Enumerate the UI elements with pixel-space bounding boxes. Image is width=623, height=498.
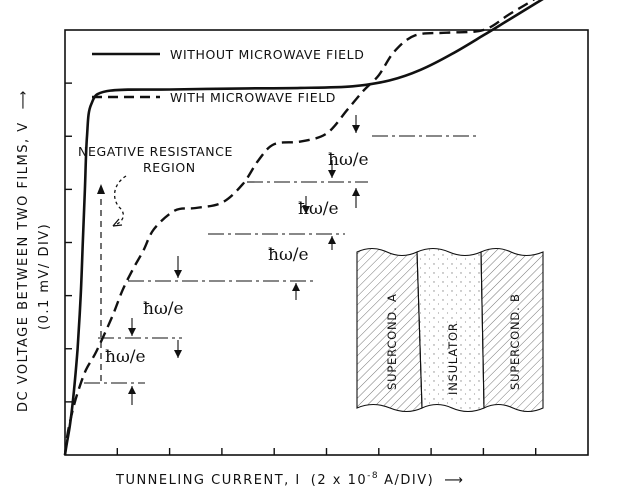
- junction-inset: SUPERCOND. A INSULATOR SUPERCOND. B: [356, 247, 544, 413]
- x-ticks: [116, 448, 537, 455]
- step-arrowhead: [302, 206, 310, 214]
- step-arrowhead: [174, 350, 182, 358]
- step-arrowhead: [352, 188, 360, 196]
- negative-resistance-label-line1: NEGATIVE RESISTANCE: [78, 144, 233, 159]
- step-arrowhead: [128, 386, 136, 394]
- y-axis-arrow: ⟶: [16, 89, 31, 109]
- x-axis-label: TUNNELING CURRENT, I: [115, 473, 301, 488]
- insulator-label: INSULATOR: [446, 322, 460, 395]
- step-label-4: ħω/e: [298, 199, 339, 219]
- series-with-microwave-line: [63, 0, 536, 456]
- negative-resistance-annotation: NEGATIVE RESISTANCE REGION: [78, 144, 233, 385]
- x-axis-title: TUNNELING CURRENT, I (2 x 10-8 A/DIV) ⟶: [115, 471, 464, 488]
- legend-label-without: WITHOUT MICROWAVE FIELD: [170, 47, 364, 62]
- step-arrowhead: [128, 328, 136, 336]
- step-label-2: ħω/e: [143, 299, 184, 319]
- step-label-1: ħω/e: [105, 347, 146, 367]
- step-label-3: ħω/e: [268, 245, 309, 265]
- x-axis-units: (2 x 10: [311, 473, 367, 488]
- step-arrowhead: [328, 236, 336, 244]
- photon-step-markers: [84, 115, 478, 405]
- series-without-microwave-line: [63, 0, 544, 456]
- step-arrowhead: [352, 125, 360, 133]
- step-label-5: ħω/e: [328, 150, 369, 170]
- supercond-b-label: SUPERCOND. B: [508, 293, 522, 390]
- x-axis-units-tail: A/DIV): [384, 473, 434, 488]
- supercond-a-label: SUPERCOND. A: [385, 293, 399, 390]
- step-arrowhead: [328, 170, 336, 178]
- y-ticks: [65, 82, 72, 403]
- y-axis-label: DC VOLTAGE BETWEEN TWO FILMS, V: [16, 121, 31, 412]
- legend: WITHOUT MICROWAVE FIELD WITH MICROWAVE F…: [92, 47, 364, 105]
- y-axis-title: DC VOLTAGE BETWEEN TWO FILMS, V ⟶: [16, 89, 31, 412]
- x-axis-exponent: -8: [367, 471, 379, 481]
- legend-label-with: WITH MICROWAVE FIELD: [170, 90, 336, 105]
- step-arrowhead: [174, 270, 182, 278]
- photon-step-labels: ħω/e ħω/e ħω/e ħω/e ħω/e: [105, 150, 369, 367]
- negative-resistance-label-line2: REGION: [143, 160, 196, 175]
- y-axis-units: (0.1 mV/ DIV): [37, 223, 52, 330]
- step-arrowhead: [292, 283, 300, 291]
- x-axis-arrow: ⟶: [444, 473, 464, 488]
- negative-resistance-pointer: [112, 175, 127, 227]
- supercond-b-layer: [480, 247, 544, 413]
